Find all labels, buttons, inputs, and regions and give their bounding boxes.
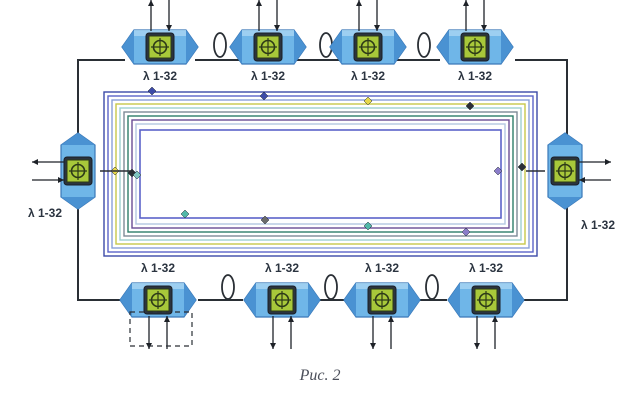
left-oadm-node: λ 1-32	[28, 132, 96, 220]
bottom-oadm-node: λ 1-32	[119, 261, 197, 349]
fiber-loop	[213, 32, 227, 58]
node-wavelength-label: λ 1-32	[351, 69, 385, 83]
inner-ring	[139, 129, 502, 219]
wavelength-marker	[493, 166, 503, 176]
wavelength-ring	[107, 95, 534, 253]
right-oadm-node: λ 1-32	[547, 132, 615, 232]
oadm-nodes: λ 1-32 λ 1-32 λ 1-32 λ 1-32 λ 1-32 λ 1-32 λ 1-…	[28, 0, 615, 349]
top-oadm-node: λ 1-32	[329, 0, 407, 83]
wavelength-marker	[465, 101, 475, 111]
fiber-segment	[77, 59, 125, 143]
node-wavelength-label: λ 1-32	[458, 69, 492, 83]
wavelength-ring	[119, 107, 522, 241]
wavelength-ring	[111, 99, 530, 249]
top-oadm-node: λ 1-32	[436, 0, 514, 83]
fiber-segment	[77, 200, 122, 301]
node-wavelength-label: λ 1-32	[265, 261, 299, 275]
bottom-oadm-node: λ 1-32	[343, 261, 421, 349]
node-wavelength-label: λ 1-32	[581, 218, 615, 232]
wavelength-rings	[103, 91, 538, 257]
wavelength-marker	[363, 96, 373, 106]
node-wavelength-label: λ 1-32	[28, 206, 62, 220]
wavelength-ring	[127, 115, 514, 233]
outer-fiber-ring	[77, 32, 568, 301]
fiber-loop	[221, 274, 235, 300]
fiber-loop	[425, 274, 439, 300]
figure-caption: Рис. 2	[299, 367, 341, 384]
node-wavelength-label: λ 1-32	[143, 69, 177, 83]
fiber-segment	[522, 198, 568, 301]
wavelength-marker	[363, 221, 373, 231]
node-wavelength-label: λ 1-32	[251, 69, 285, 83]
highlight-box	[129, 311, 193, 347]
wavelength-marker	[180, 209, 190, 219]
wavelength-ring	[123, 111, 518, 237]
wavelength-marker	[517, 162, 527, 172]
wavelength-marker	[132, 170, 142, 180]
fiber-loop	[417, 32, 431, 58]
node-wavelength-label: λ 1-32	[141, 261, 175, 275]
top-oadm-node: λ 1-32	[229, 0, 307, 83]
bottom-oadm-node: λ 1-32	[447, 261, 525, 349]
wavelength-marker	[461, 227, 471, 237]
wavelength-marker	[259, 91, 269, 101]
wavelength-marker	[147, 86, 157, 96]
fiber-loop	[319, 32, 333, 58]
bottom-oadm-node: λ 1-32	[243, 261, 321, 349]
top-oadm-node: λ 1-32	[121, 0, 199, 83]
node-wavelength-label: λ 1-32	[469, 261, 503, 275]
fiber-loop	[324, 274, 338, 300]
fiber-segment	[515, 59, 568, 143]
wavelength-marker	[260, 215, 270, 225]
wavelength-ring	[103, 91, 538, 257]
node-wavelength-label: λ 1-32	[365, 261, 399, 275]
